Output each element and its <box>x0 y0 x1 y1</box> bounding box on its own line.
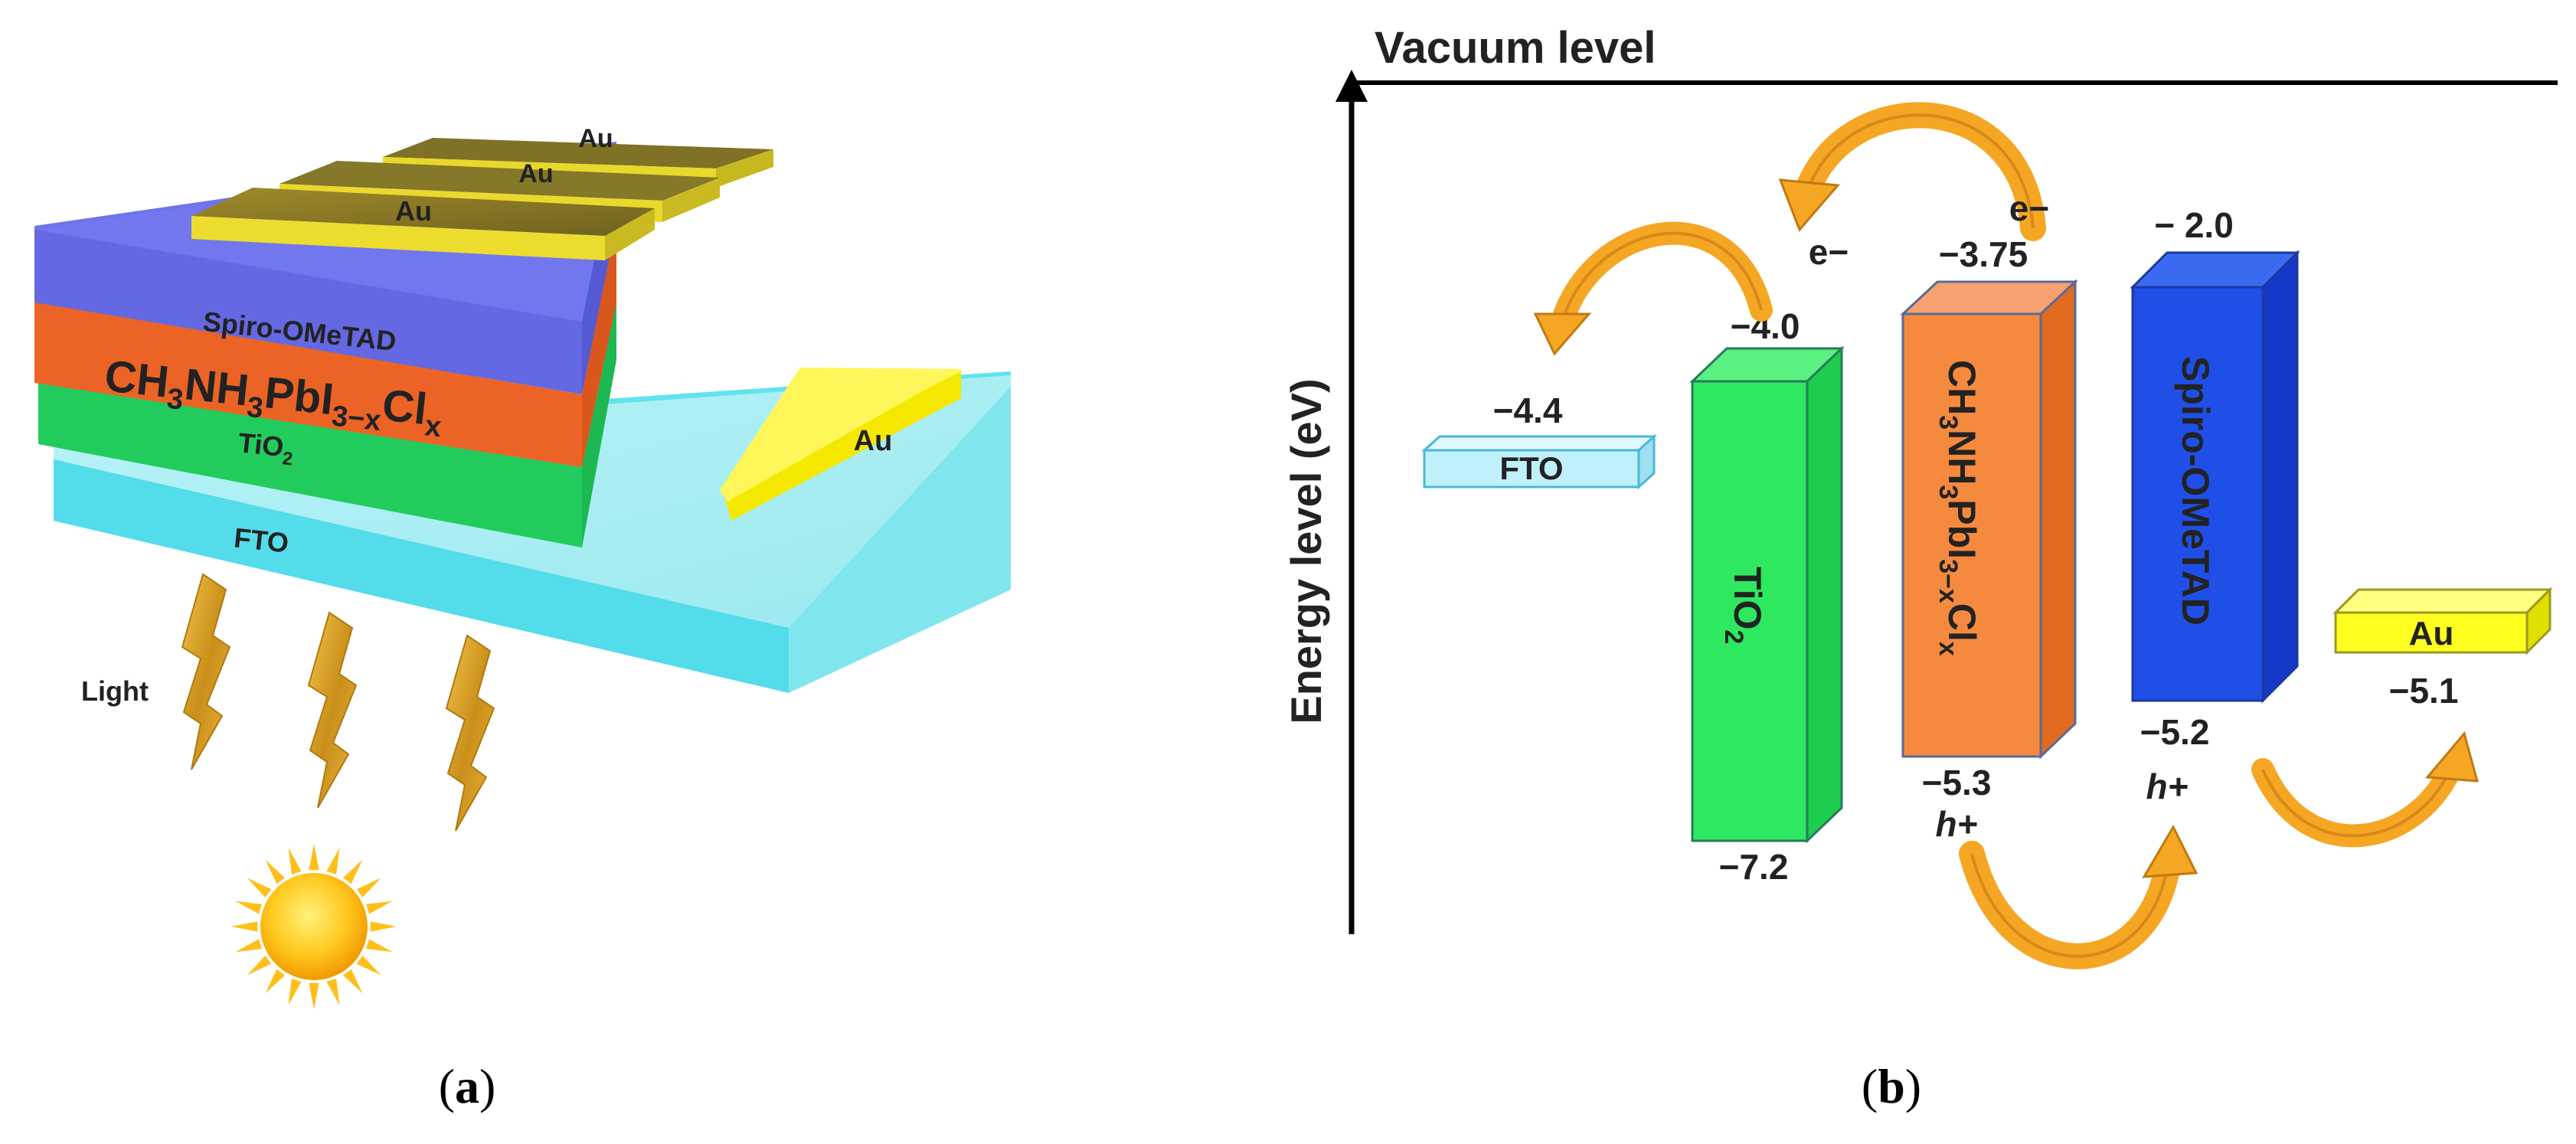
sun-ray <box>366 939 393 953</box>
sun-ray <box>265 859 286 884</box>
lightning-icon <box>181 573 231 770</box>
sun-ray <box>370 921 397 932</box>
sun-ray <box>288 979 302 1005</box>
panel-b: Vacuum level Energy level (eV) FTO −4.4 … <box>1282 23 2558 1113</box>
au-energy-block <box>2332 587 2553 655</box>
au-top-label-2: Au <box>518 159 553 188</box>
tio2-bottom-level: −7.2 <box>1719 847 1789 887</box>
sun-ray <box>247 878 272 898</box>
tio2-label-a: TiO2 <box>236 427 295 469</box>
au-top-label-3: Au <box>578 124 613 153</box>
sun-ray <box>356 878 381 898</box>
vacuum-level-label: Vacuum level <box>1375 23 1656 73</box>
au-side-label: Au <box>854 425 893 457</box>
lightning-icon <box>307 611 358 809</box>
au-top-label-1: Au <box>395 195 432 227</box>
perovskite-block-label: CH3NH3PbI3−xClx <box>1934 360 1983 656</box>
sun-ray <box>235 939 262 953</box>
tio2-energy-block <box>1689 345 1845 844</box>
sun-ray <box>247 955 272 976</box>
sun-ray <box>356 955 381 976</box>
fto-energy-block <box>1421 433 1657 490</box>
au-side-electrode <box>720 368 961 521</box>
sun-ray <box>326 979 340 1005</box>
tio2-block-label: TiO2 <box>1719 567 1769 644</box>
sun-ray <box>342 969 363 994</box>
electron-label-1: e− <box>1809 232 1849 272</box>
electron-label-2: e− <box>2009 188 2049 228</box>
hole-transfer-arrow-1 <box>1959 824 2198 969</box>
sun-ray <box>309 982 319 1009</box>
fto-block-label: FTO <box>1499 450 1563 486</box>
lightning-icon <box>445 634 495 832</box>
hole-transfer-arrow-2 <box>2251 731 2480 848</box>
hole-label-1: h+ <box>1936 804 1978 844</box>
sun-ray <box>265 969 286 994</box>
sun-ray <box>366 900 393 914</box>
spiro-energy-block <box>2130 250 2300 704</box>
spiro-bottom-level: −5.2 <box>2140 712 2210 752</box>
perovskite-bottom-level: −5.3 <box>1922 763 1992 802</box>
sun-ray <box>342 859 363 884</box>
panel-a: Au Au Au Spiro-OMeTAD CH3NH3PbI3−xClx Ti… <box>34 124 1011 1113</box>
hole-label-2: h+ <box>2146 766 2189 806</box>
sun-ray <box>309 844 319 871</box>
au-top-electrode-1 <box>191 188 655 260</box>
sun-icon <box>231 844 397 1009</box>
spiro-block-label: Spiro-OMeTAD <box>2174 356 2217 626</box>
sun-ray <box>235 900 262 914</box>
au-level: −5.1 <box>2389 671 2459 711</box>
panel-b-caption: (b) <box>1862 1059 1921 1113</box>
au-block-label: Au <box>2409 615 2454 652</box>
y-axis-label: Energy level (eV) <box>1282 378 1330 724</box>
fto-label-a: FTO <box>233 521 290 558</box>
electron-transfer-arrow-2 <box>1533 221 1773 356</box>
sun-ray <box>326 848 340 874</box>
perovskite-energy-block <box>1900 279 2078 760</box>
perovskite-label-a: CH3NH3PbI3−xClx <box>102 351 446 443</box>
sun-ray <box>288 848 302 874</box>
fto-level: −4.4 <box>1493 391 1563 430</box>
panel-a-caption: (a) <box>439 1059 496 1113</box>
electron-transfer-arrow-1 <box>1778 102 2046 241</box>
sun-ray <box>231 921 258 932</box>
perovskite-top-level: −3.75 <box>1939 234 2028 274</box>
light-label: Light <box>81 675 149 707</box>
spiro-top-level: − 2.0 <box>2154 205 2234 245</box>
